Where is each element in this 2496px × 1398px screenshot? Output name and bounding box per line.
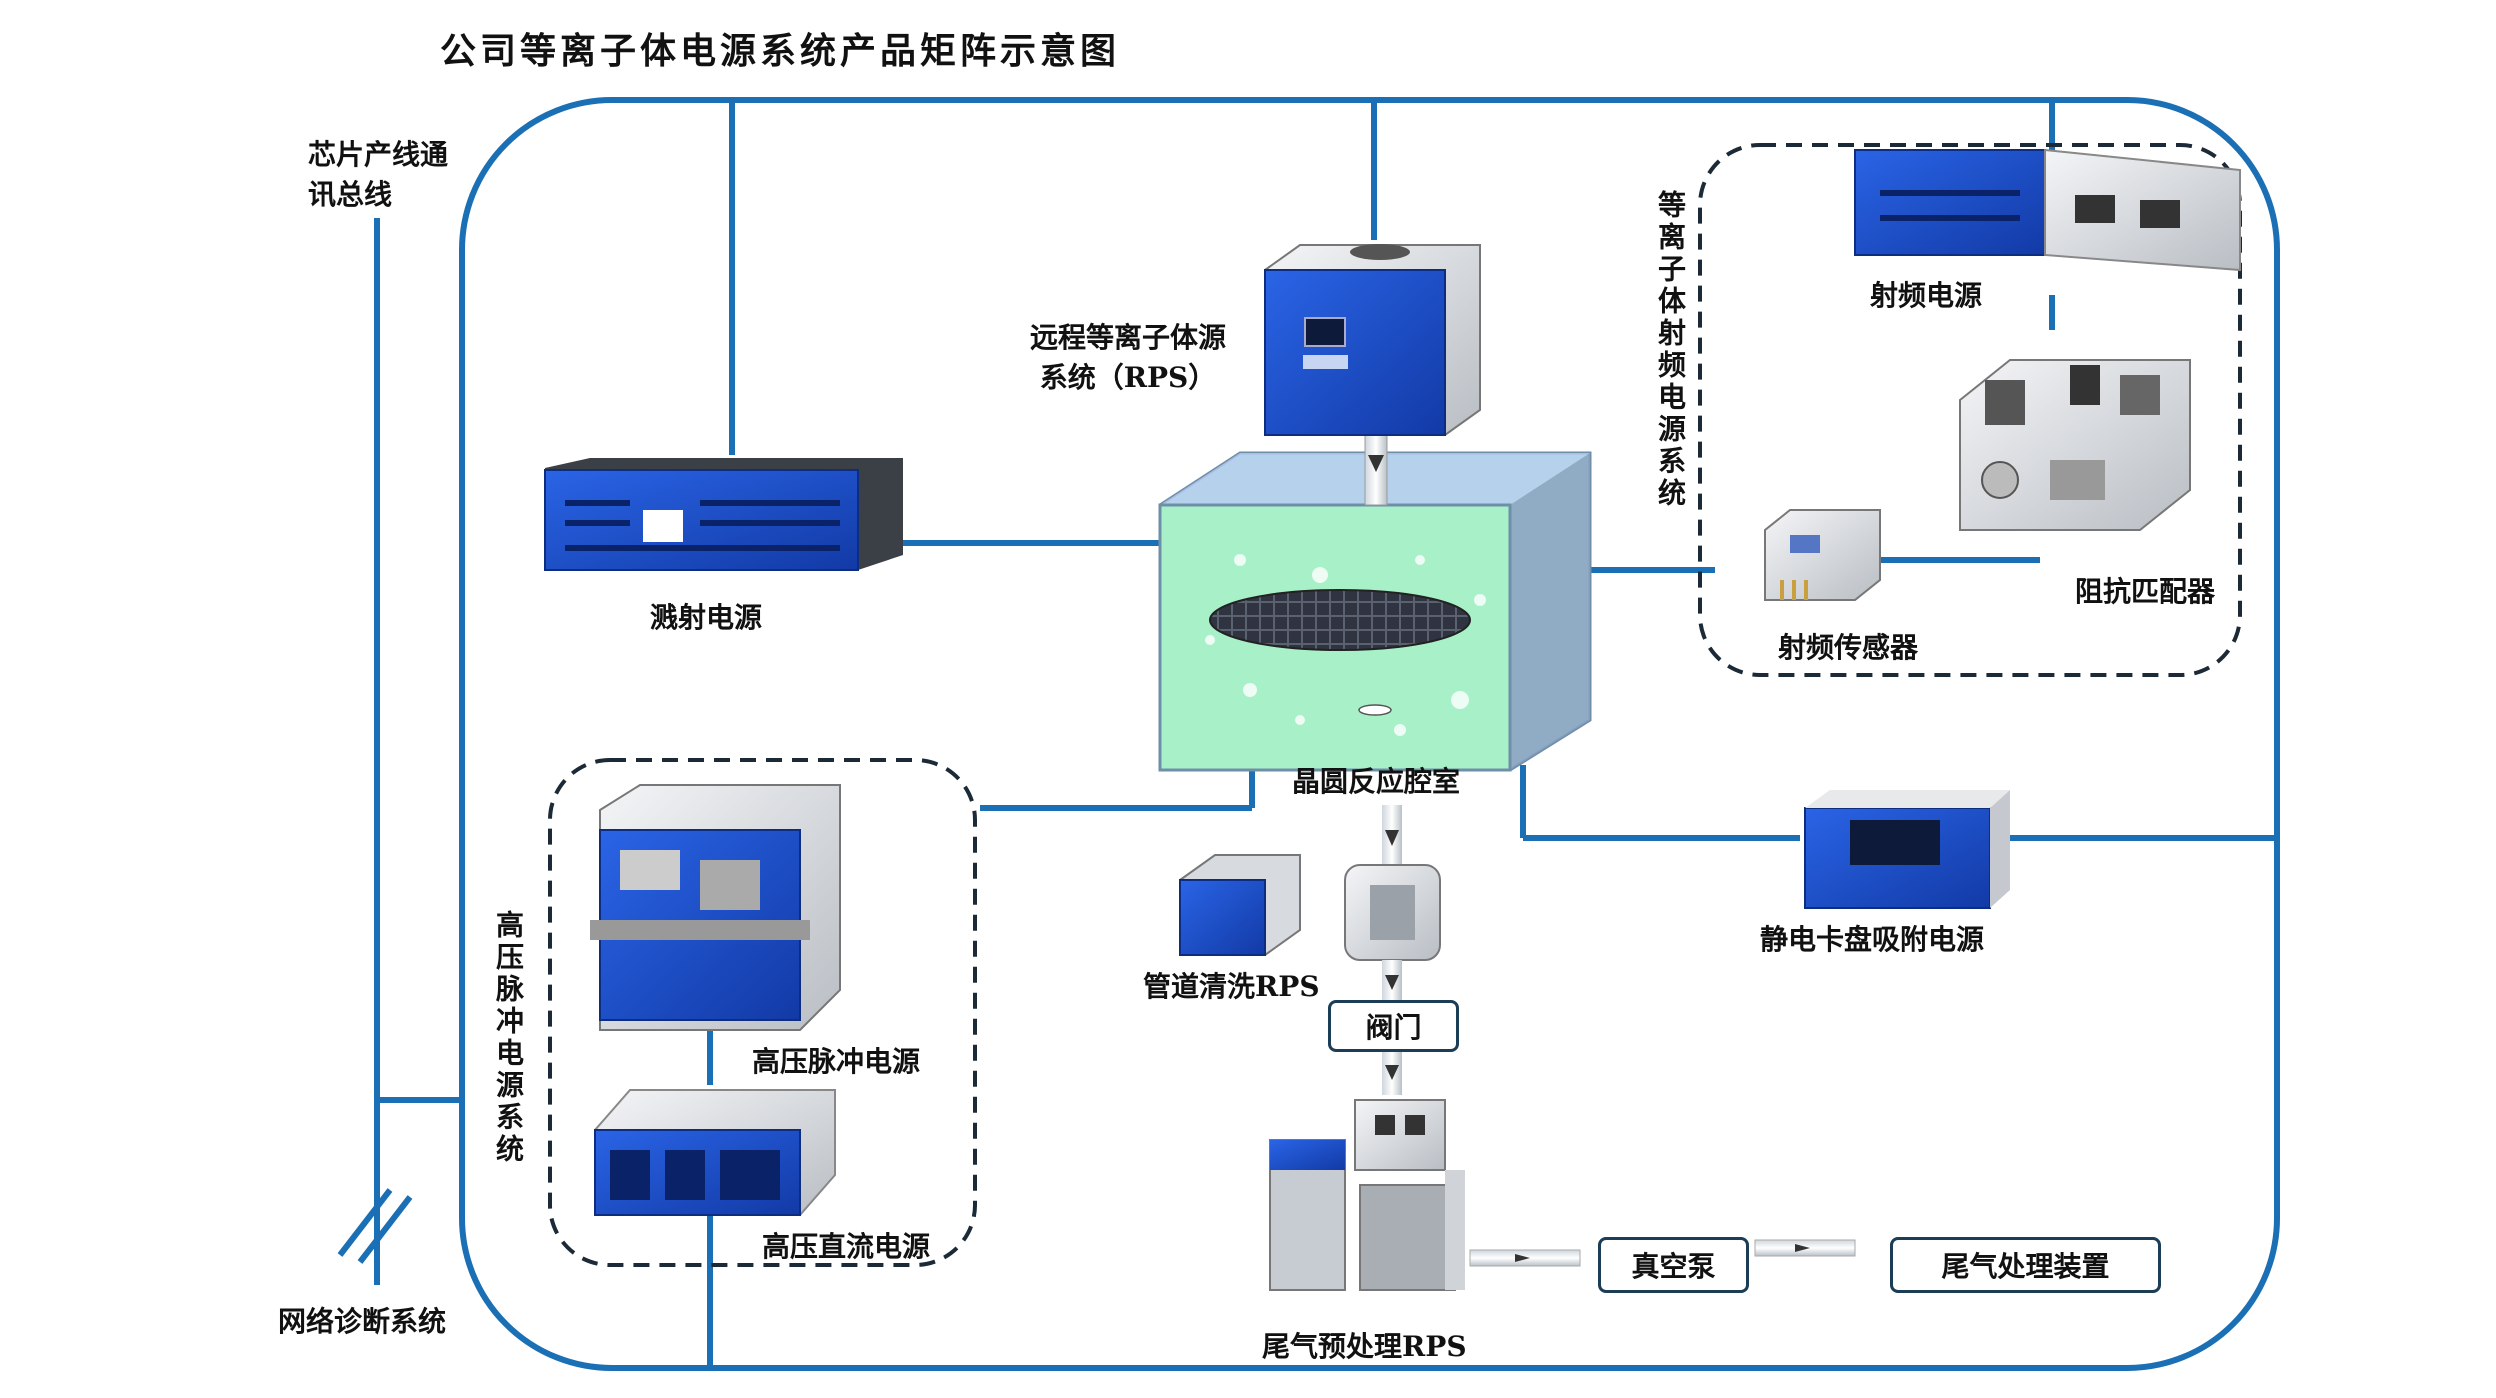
matcher-label: 阻抗匹配器 [2075,575,2216,608]
exhaust-box: 尾气处理装置 [1890,1237,2161,1293]
arrow-right-icon [1754,1239,1856,1257]
valve-unit [1344,864,1441,961]
hv-pulse-unit [590,784,841,1031]
rf-power-label: 射频电源 [1870,279,1983,312]
hv-dc-unit [594,1089,836,1216]
hv-group-box [548,758,977,1267]
bus-label-line-1: 芯片产线通 [308,138,449,171]
connection-lines [707,100,2277,1368]
arrow-down-icon [1385,1065,1399,1080]
esc-power-unit [1804,790,2010,909]
arrow-right-icon [1469,1249,1581,1267]
rf-group-label: 等离子体射频电源系统 [1654,190,1687,510]
bus-label-line-2: 讯总线 [308,178,393,211]
rps-unit [1264,244,1481,436]
impedance-matcher [1959,359,2191,531]
tail-rps-unit [1269,1099,1465,1291]
pump-box: 真空泵 [1598,1237,1749,1293]
wafer [1209,589,1471,651]
tail-rps-label: 尾气预处理RPS [1262,1330,1467,1363]
hv-pulse-label: 高压脉冲电源 [752,1045,921,1078]
pipe-rps-unit [1179,854,1301,956]
arrow-down-icon [1368,455,1384,472]
arrow-down-icon [1385,830,1399,846]
chamber-label: 晶圆反应腔室 [1292,765,1461,798]
sputter-power-unit [544,458,903,571]
rps-label: 远程等离子体源 系统（RPS） [1030,318,1226,398]
hv-dc-label: 高压直流电源 [762,1230,931,1263]
rf-group-box [1698,143,2242,677]
sputter-label: 溅射电源 [650,601,763,634]
bus-loop [459,97,2280,1371]
pipe-rps-label: 管道清洗RPS [1143,970,1320,1003]
diagram-title: 公司等离子体电源系统产品矩阵示意图 [439,30,1120,72]
network-label: 网络诊断系统 [278,1305,447,1338]
rf-power-unit [1854,148,2241,272]
arrow-down-icon [1385,975,1399,990]
rps-label-line-2: 系统（RPS） [1039,361,1217,394]
rf-sensor-label: 射频传感器 [1778,631,1919,664]
comm-bus-line [374,218,462,1285]
hv-group-label: 高压脉冲电源系统 [492,910,525,1166]
break-mark-icon [337,1188,413,1264]
rf-sensor [1764,509,1881,601]
bus-label: 芯片产线通 讯总线 [308,135,448,215]
esc-label: 静电卡盘吸附电源 [1760,923,1985,956]
rps-label-line-1: 远程等离子体源 [1030,321,1227,354]
valve-box: 阀门 [1328,1000,1459,1052]
